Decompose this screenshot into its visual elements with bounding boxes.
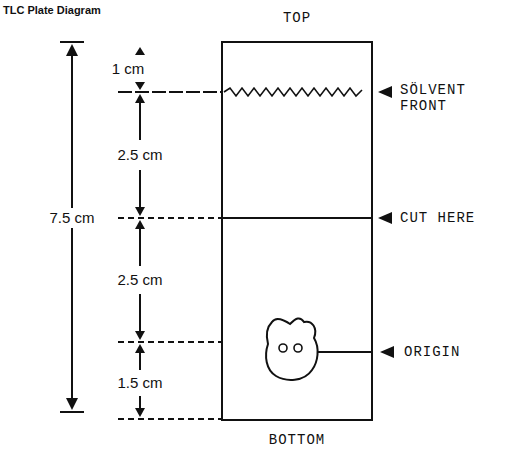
part-label: ORIGIN bbox=[404, 344, 460, 360]
dimension-label: 1 cm bbox=[112, 60, 145, 77]
sample-spot bbox=[266, 318, 318, 380]
pointer-arrow bbox=[378, 86, 392, 98]
cut-line bbox=[222, 217, 372, 219]
pointer-arrow bbox=[378, 212, 392, 224]
dimension-line bbox=[139, 170, 141, 210]
dimension-tick bbox=[60, 41, 84, 43]
origin-leader bbox=[318, 351, 372, 353]
spot-dot bbox=[294, 344, 302, 352]
dimension-line bbox=[139, 100, 141, 140]
arrowhead bbox=[135, 47, 145, 55]
arrowhead bbox=[135, 220, 145, 229]
dimension-tick bbox=[60, 411, 84, 413]
dimension-line bbox=[139, 226, 141, 266]
arrowhead bbox=[66, 44, 78, 56]
extension-line bbox=[118, 341, 222, 343]
arrowhead bbox=[66, 398, 78, 410]
part-label: CUT HERE bbox=[400, 210, 475, 226]
plate-end-label: TOP bbox=[283, 10, 311, 26]
arrowhead bbox=[135, 331, 145, 340]
extension-line bbox=[118, 418, 222, 420]
dimension-line bbox=[139, 294, 141, 334]
extension-line bbox=[118, 91, 222, 93]
dimension-label: 7.5 cm bbox=[47, 208, 96, 227]
part-label: SÖLVENT FRONT bbox=[400, 82, 492, 114]
spot-dot bbox=[279, 344, 287, 352]
dimension-label: 2.5 cm bbox=[117, 146, 162, 163]
extension-line bbox=[118, 217, 222, 219]
arrowhead bbox=[135, 94, 145, 103]
dimension-label: 2.5 cm bbox=[117, 271, 162, 288]
arrowhead bbox=[135, 344, 145, 353]
tlc-plate bbox=[222, 42, 372, 420]
arrowhead bbox=[135, 82, 145, 90]
diagram-title: TLC Plate Diagram bbox=[3, 4, 101, 17]
pointer-arrow bbox=[380, 346, 394, 358]
plate-end-label: BOTTOM bbox=[269, 432, 325, 448]
dimension-label: 1.5 cm bbox=[117, 374, 162, 391]
arrowhead bbox=[135, 207, 145, 216]
solvent-front-line bbox=[224, 88, 362, 96]
arrowhead bbox=[135, 408, 145, 417]
